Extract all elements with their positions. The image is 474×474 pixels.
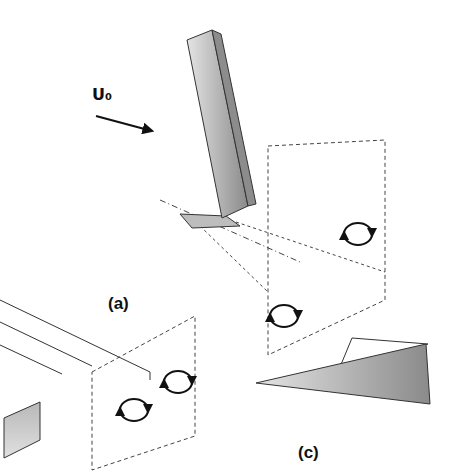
measurement-plane [268,140,385,355]
panel-label: (c) [298,444,319,463]
panel-label: (a) [108,295,129,314]
vane-edge [212,30,256,206]
vortex-symbol [344,223,372,245]
measurement-plane [92,316,195,470]
vortex-symbol [164,371,192,393]
vortex-symbol [120,399,148,421]
delta-wing [256,344,430,404]
channel-edge [0,345,62,374]
floor-line [236,222,385,272]
flow-velocity-label: U₀ [92,86,112,104]
flow-arrow [96,116,152,131]
vortex-symbol [270,305,298,327]
floor-line [200,226,268,292]
channel-edge [0,322,92,366]
base-plate [180,214,240,228]
vane-plate [4,402,40,458]
